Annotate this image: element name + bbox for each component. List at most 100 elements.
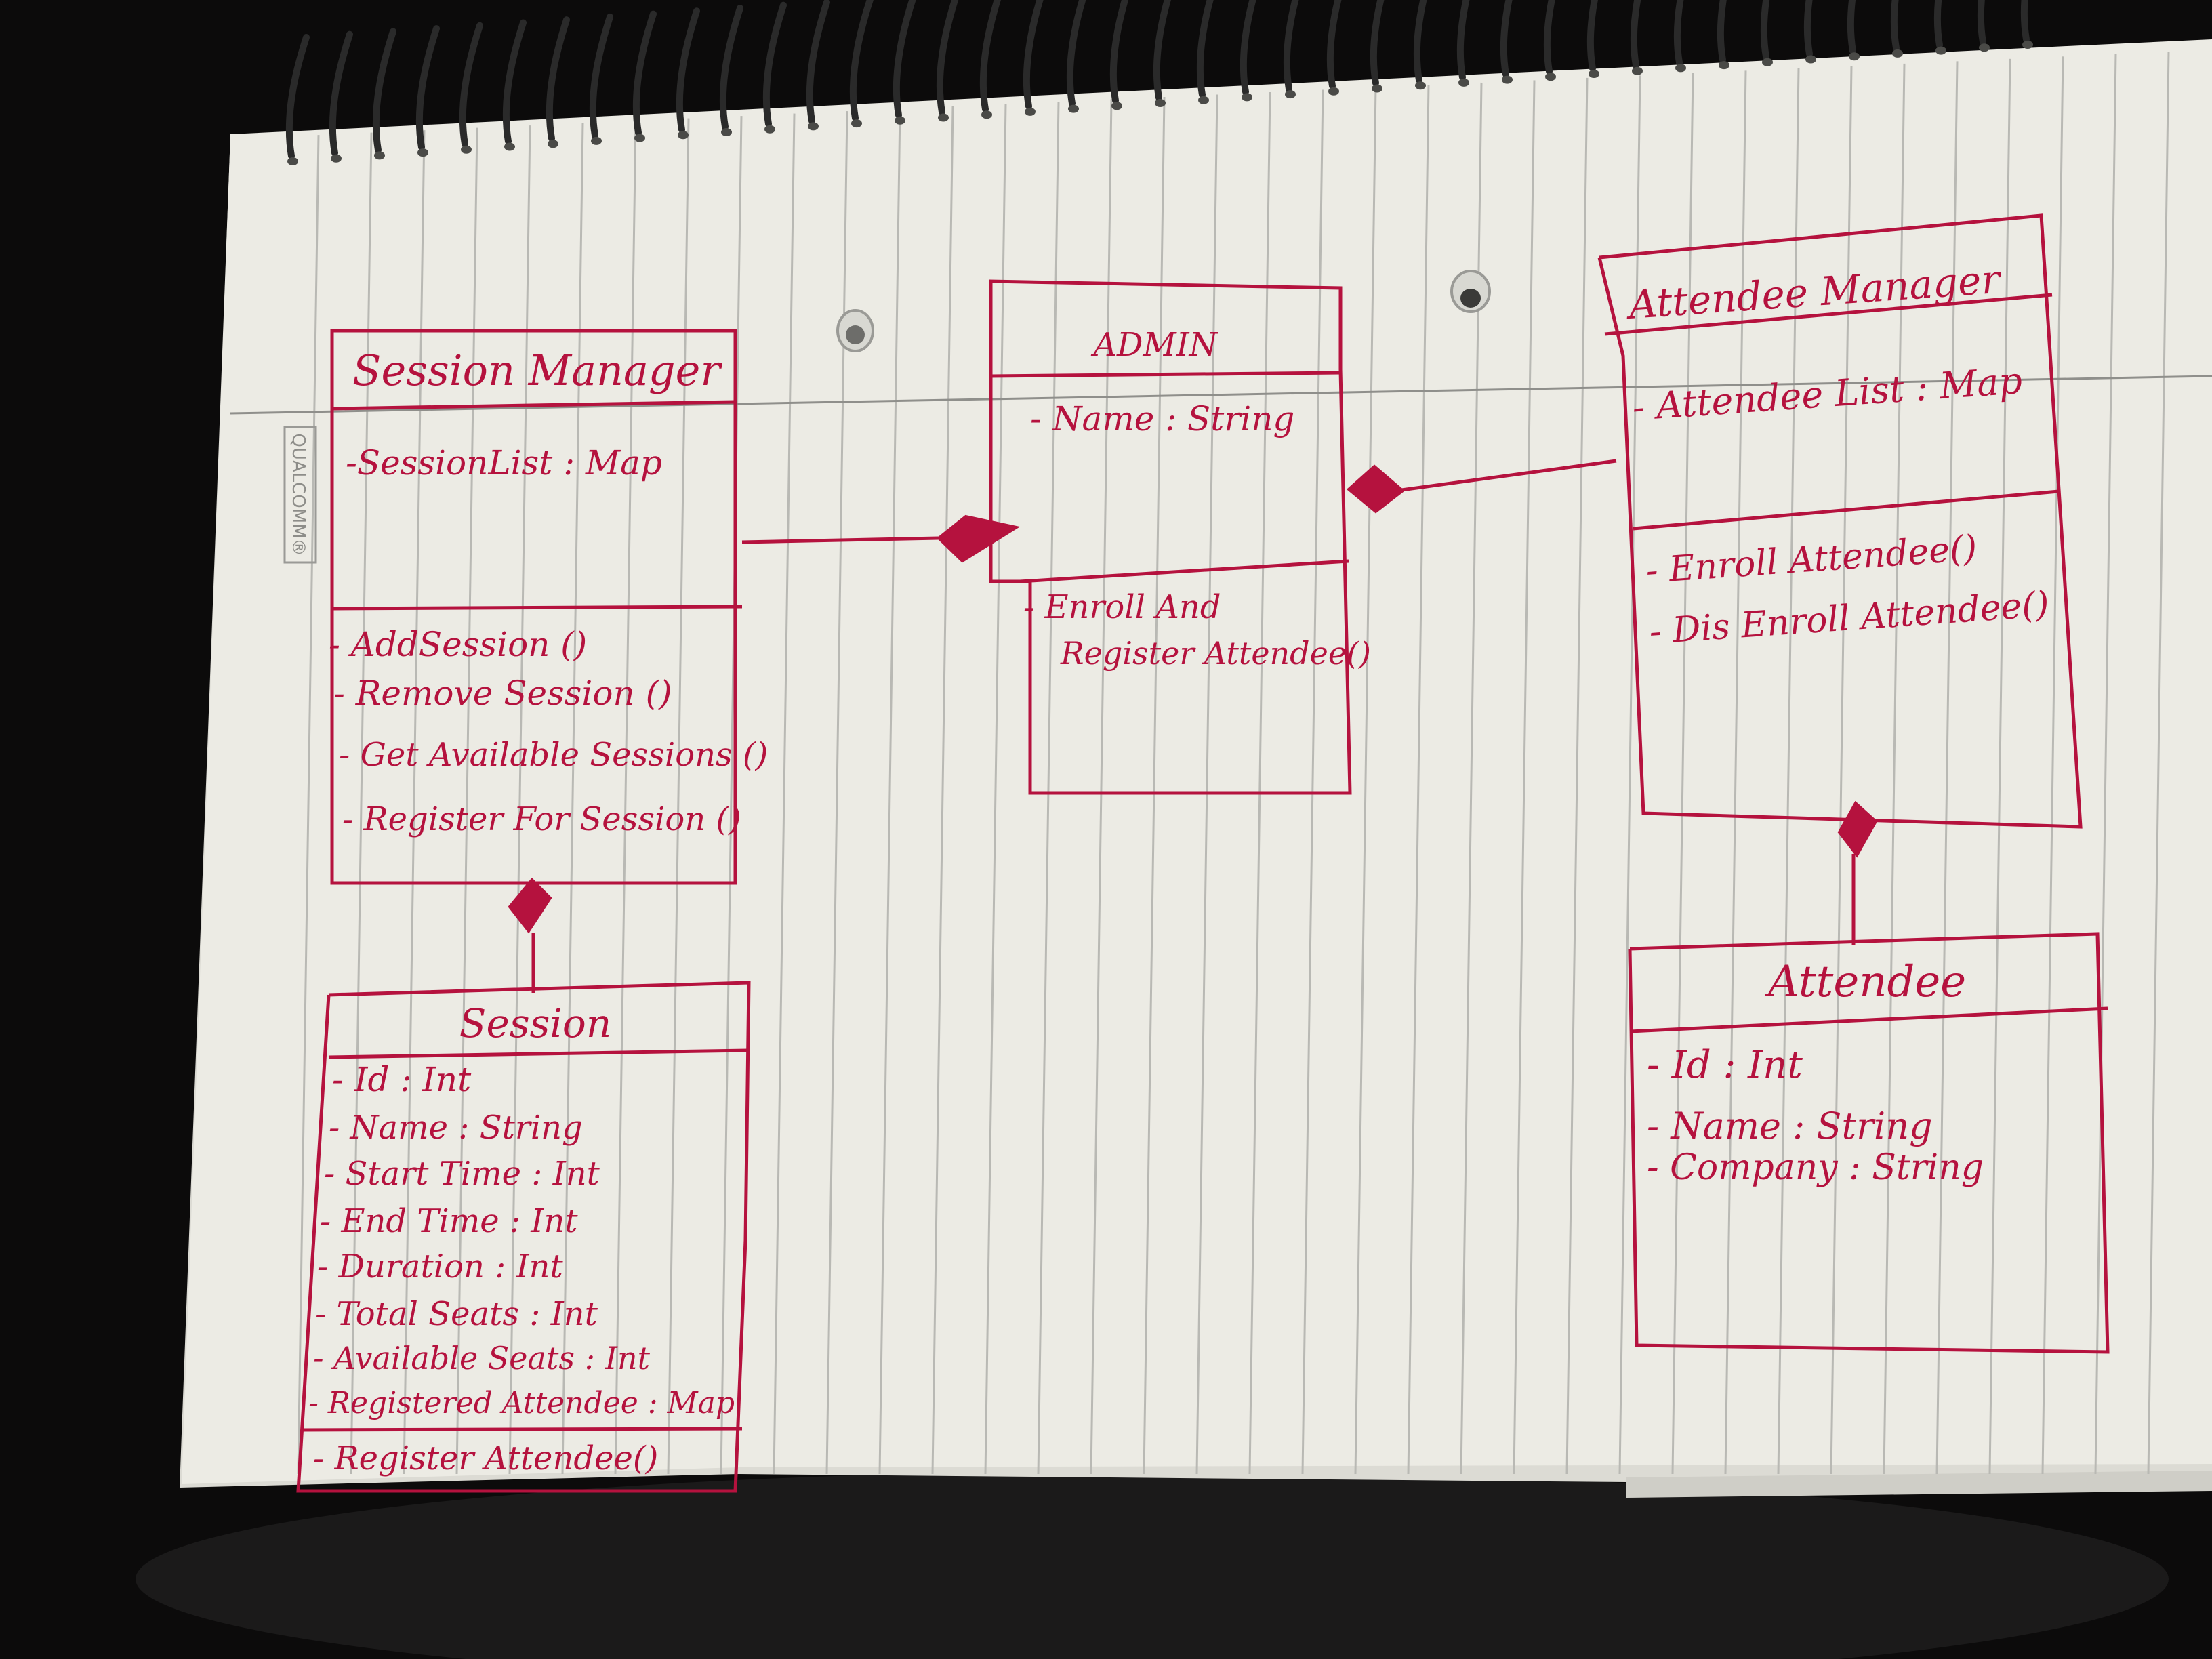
spiral-ring [1240, 0, 1256, 96]
spiral-hole [1849, 52, 1860, 61]
ruled-line [2041, 56, 2064, 1475]
watermark-text: QUALCOMM® [288, 433, 308, 556]
spiral-ring [1890, 0, 1900, 52]
spiral-hole [1242, 93, 1252, 102]
spiral-hole [1458, 78, 1469, 87]
attendee-box [1628, 932, 2110, 1354]
session-attribute: - Start Time : Int [324, 1155, 600, 1193]
spiral-ring [1153, 0, 1171, 101]
attendee-name-divider [1629, 1006, 2108, 1033]
ruled-lines [297, 52, 2170, 1475]
spiral-ring [502, 19, 527, 145]
spiral-hole [721, 128, 732, 136]
ruled-line [1936, 61, 1959, 1475]
spiral-hole [591, 136, 602, 145]
ruled-line [984, 104, 1007, 1475]
composition-diamond-admin-left [936, 514, 1021, 563]
session-manager-method: - Remove Session () [333, 674, 672, 713]
ruled-line [1460, 82, 1483, 1475]
ruled-line [1513, 80, 1536, 1475]
spiral-ring [849, 0, 874, 122]
composition-diamond-admin-right [1346, 464, 1406, 514]
spiral-ring [1283, 0, 1299, 93]
session-method-divider [301, 1427, 743, 1432]
spiral-hole [808, 122, 819, 131]
ruled-line [1883, 63, 1906, 1475]
ruled-line [1248, 91, 1271, 1475]
spiral-ring [415, 25, 440, 151]
spiral-hole [1589, 70, 1599, 78]
spiral-ring [1803, 0, 1813, 58]
connectors [531, 459, 1856, 993]
spiral-ring [1977, 0, 1986, 46]
attendee-attribute: - Company : String [1647, 1147, 1984, 1188]
ruled-line [403, 130, 426, 1475]
spiral-ring [1630, 0, 1641, 69]
session-attribute: - End Time : Int [320, 1202, 578, 1240]
spiral-hole [1111, 102, 1122, 110]
class-admin: ADMIN - Name : String - Enroll And Regis… [989, 279, 1371, 795]
ruled-line [1724, 70, 1747, 1475]
spiral-ring [893, 0, 916, 119]
spiral-ring [546, 16, 570, 142]
connector-admin-attendee-manager [1401, 459, 1617, 492]
admin-method: Register Attendee() [1060, 635, 1371, 672]
spiral-hole [1719, 61, 1729, 70]
session-manager-method-divider [331, 605, 743, 611]
spiral-ring [1196, 0, 1214, 98]
spiral-ring [2020, 0, 2030, 43]
spiral-ring [1760, 0, 1770, 60]
session-box [296, 981, 751, 1493]
spiral-ring [1933, 0, 1943, 49]
spiral-hole [417, 148, 428, 157]
connector-admin-session-manager [741, 536, 939, 544]
spiral-binding [285, 0, 2033, 165]
spiral-hole [1328, 87, 1339, 96]
spiral-ring [1717, 0, 1727, 64]
spiral-hole [2022, 41, 2033, 49]
spiral-hole [981, 110, 992, 119]
attendee-manager-method-divider [1633, 489, 2060, 531]
ruled-line [561, 123, 584, 1475]
spiral-ring [676, 7, 700, 134]
spiral-hole [678, 131, 689, 140]
spiral-hole [1155, 99, 1166, 107]
session-title: Session [459, 1000, 611, 1046]
spiral-ring [285, 34, 310, 159]
spiral-hole [1979, 43, 1990, 52]
spiral-hole [895, 116, 905, 125]
spiral-hole [1285, 90, 1296, 99]
spiral-ring [1109, 0, 1129, 104]
spiral-ring [632, 10, 657, 136]
spiral-ring [1413, 0, 1427, 84]
ruled-line [1037, 101, 1060, 1475]
session-name-divider [328, 1048, 750, 1059]
ruled-line [1777, 68, 1800, 1475]
admin-attribute: - Name : String [1030, 399, 1294, 438]
session-manager-method: - Get Available Sessions () [339, 736, 768, 774]
ruled-line [2147, 52, 2170, 1475]
spiral-hole [374, 151, 385, 160]
spiral-hole [548, 140, 558, 148]
spiral-hole [1372, 84, 1382, 93]
class-session-manager: Session Manager -SessionList : Map - Add… [329, 329, 768, 885]
ruled-line [455, 127, 478, 1475]
ruled-line [1354, 87, 1377, 1475]
ruled-line [1618, 75, 1641, 1475]
ruled-line [1407, 85, 1430, 1475]
session-attribute: - Duration : Int [317, 1248, 563, 1286]
admin-method-divider [1019, 559, 1349, 583]
ruled-line [1301, 89, 1324, 1475]
admin-method: - Enroll And [1023, 588, 1221, 626]
spiral-ring [936, 0, 959, 116]
admin-title: ADMIN [1090, 326, 1218, 364]
ruled-line [1830, 66, 1853, 1475]
session-manager-method: - AddSession () [329, 625, 587, 664]
spiral-hole [1415, 81, 1426, 90]
spiral-ring [1847, 0, 1856, 55]
ruled-line [1195, 94, 1218, 1475]
admin-name-divider [990, 371, 1341, 378]
class-session: Session - Id : Int - Name : String - Sta… [296, 981, 751, 1493]
spiral-ring [1456, 0, 1470, 81]
ruled-line [1988, 58, 2011, 1475]
